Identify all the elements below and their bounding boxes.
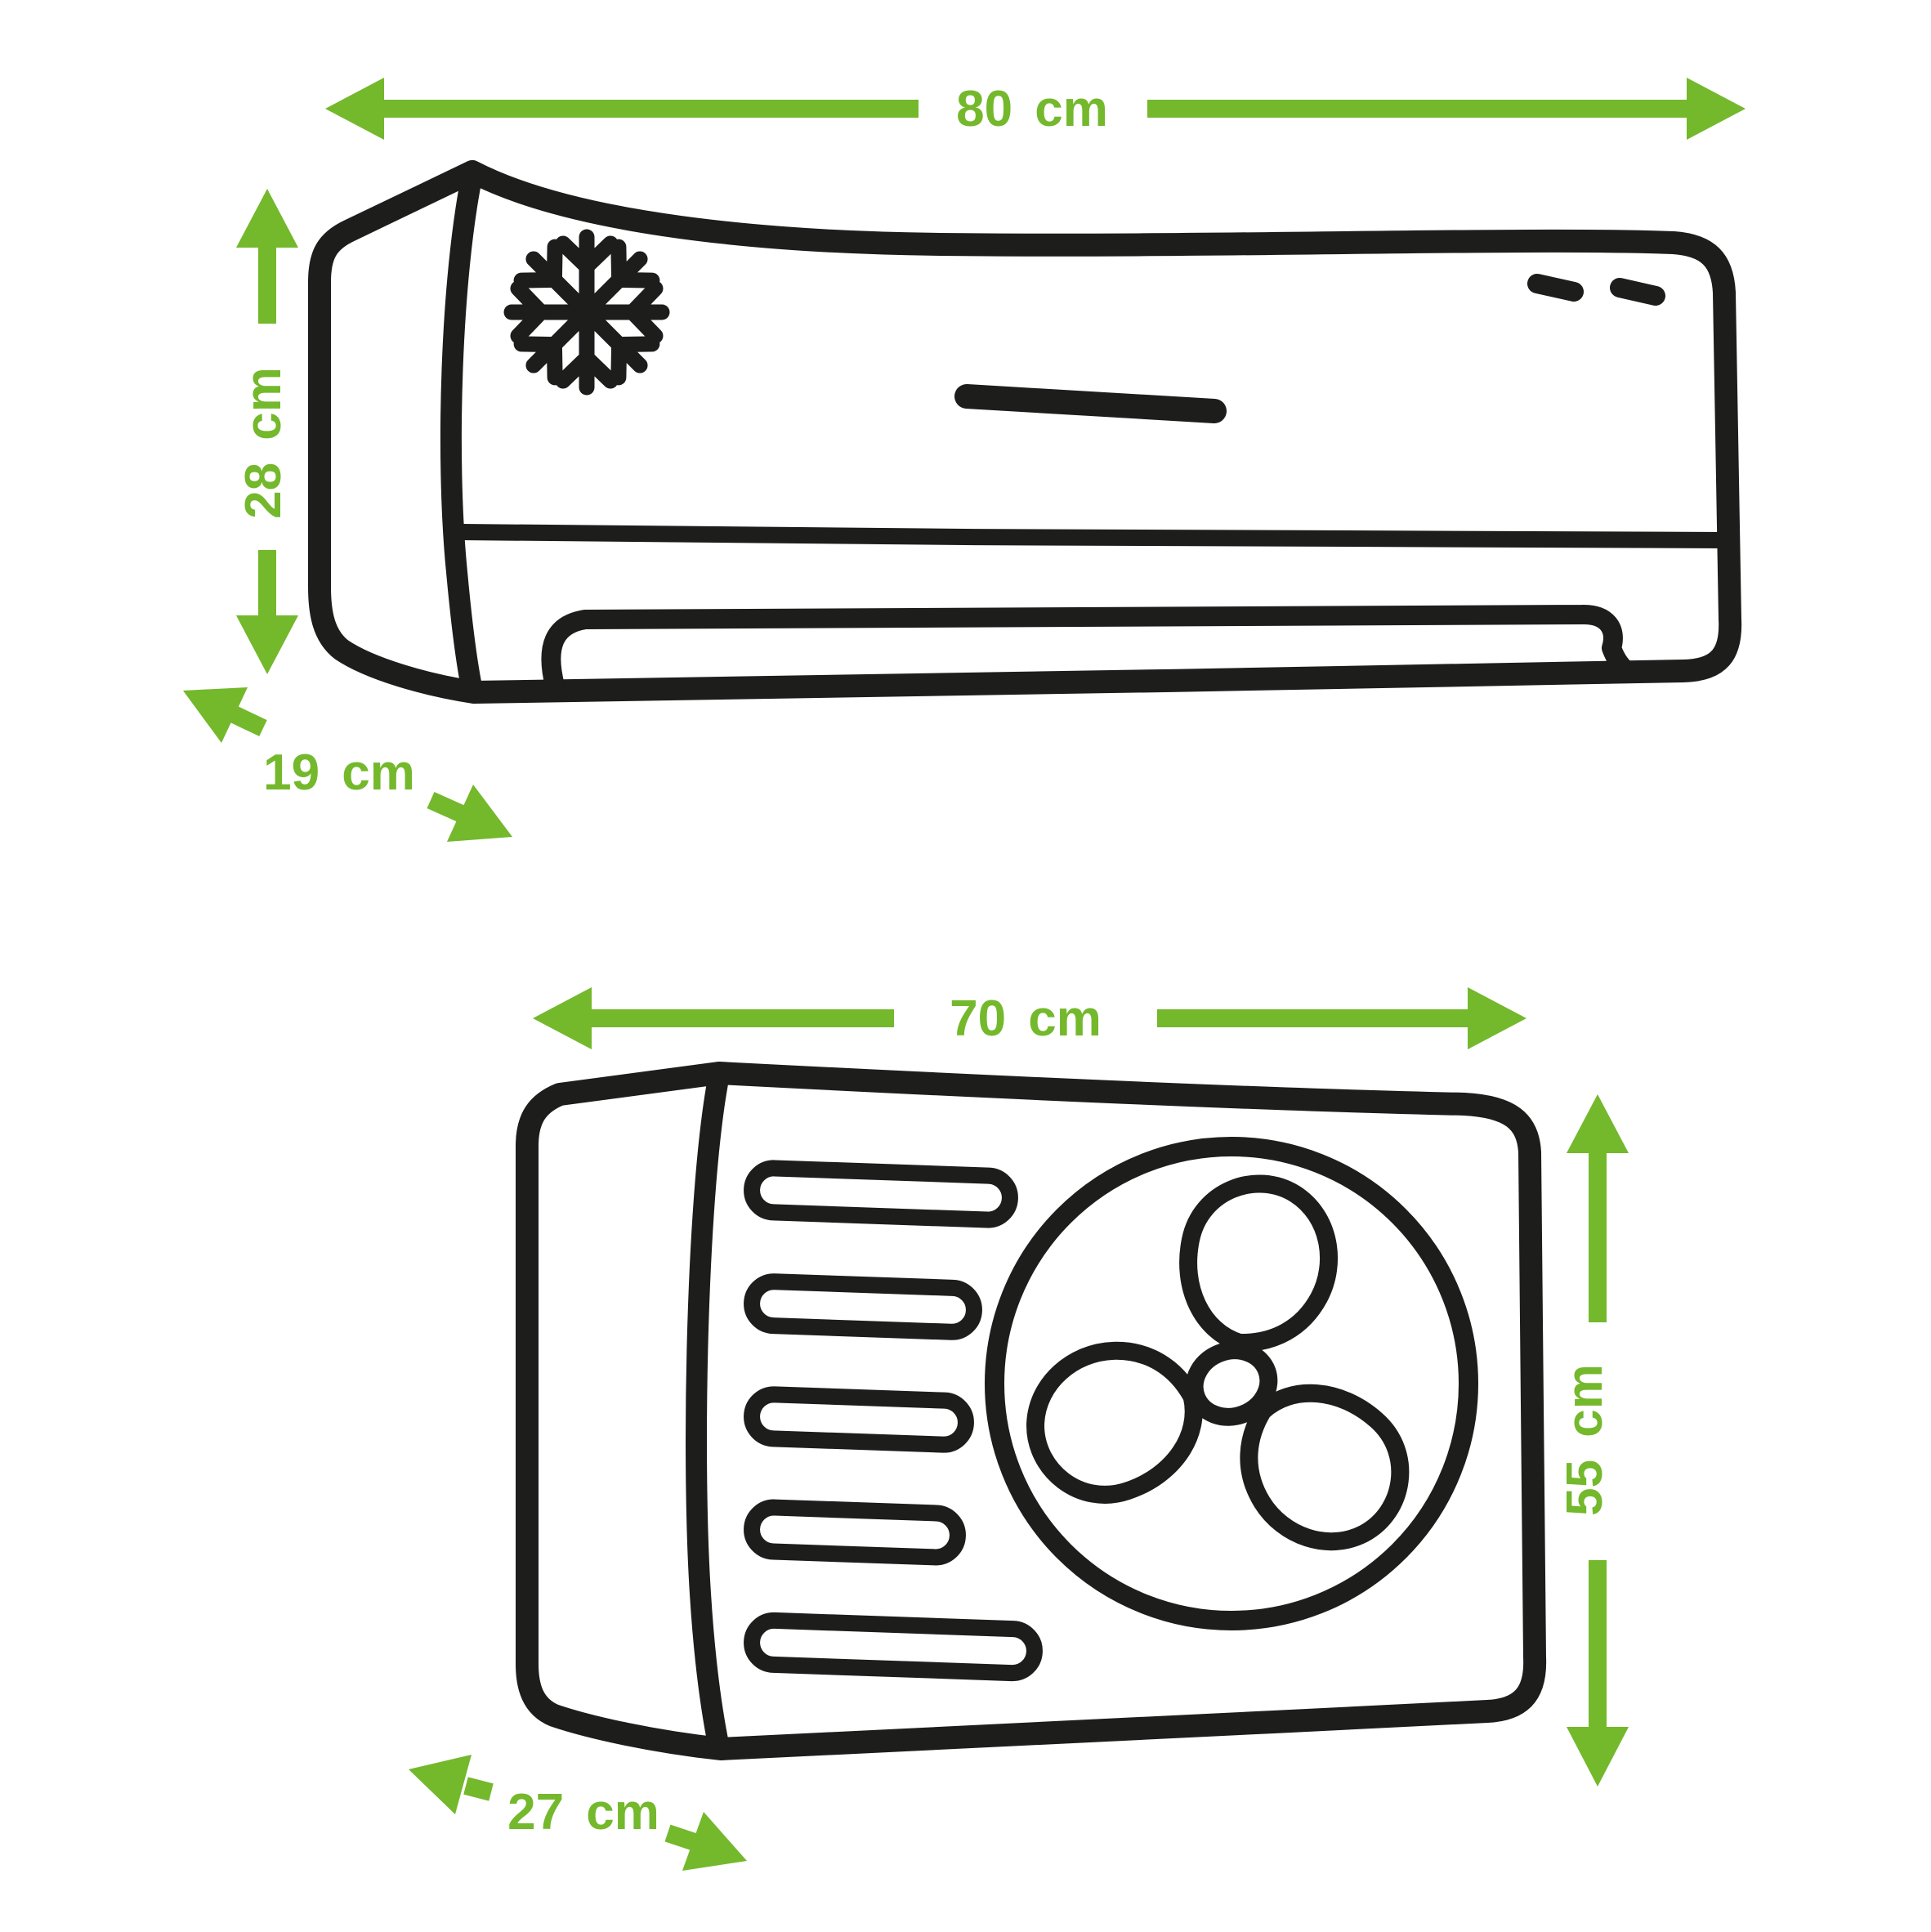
arrow-down-right-icon <box>682 1812 747 1871</box>
vent-slot <box>744 1499 966 1566</box>
outdoor-unit-side-edge <box>686 1064 730 1759</box>
indoor-unit-split-line <box>454 524 1732 548</box>
arrow-shaft <box>664 1824 698 1851</box>
indicator-dashes <box>1527 274 1665 306</box>
arrow-down-icon <box>236 615 298 674</box>
arrow-up-left-icon <box>409 1755 472 1814</box>
indoor-unit-body <box>308 160 1742 704</box>
fan-blade <box>1179 1174 1338 1353</box>
vent-slot <box>744 1386 974 1453</box>
fan-blade <box>1026 1341 1203 1504</box>
indoor-width-label: 80 cm <box>956 81 1108 137</box>
indoor-depth-label: 19 cm <box>263 745 415 801</box>
indoor-unit-air-deflector <box>541 605 1636 695</box>
indoor-height-label: 28 cm <box>235 367 292 519</box>
fan-hub <box>1185 1341 1278 1426</box>
arrow-shaft <box>427 791 466 823</box>
arrow-shaft <box>463 1777 494 1801</box>
outdoor-width-dimension: 70 cm <box>533 987 1526 1049</box>
arrow-shaft <box>226 704 267 736</box>
outdoor-width-label: 70 cm <box>950 991 1102 1047</box>
arrow-up-icon <box>236 189 298 248</box>
outdoor-unit-drawing: 70 cm 55 cm 27 cm <box>409 987 1629 1871</box>
arrow-up-icon <box>1567 1094 1629 1153</box>
outdoor-height-dimension: 55 cm <box>1557 1094 1629 1787</box>
arrow-right-icon <box>1468 987 1526 1049</box>
arrow-down-icon <box>1567 1727 1629 1787</box>
indoor-width-dimension: 80 cm <box>325 78 1745 140</box>
outdoor-depth-label: 27 cm <box>507 1784 659 1840</box>
louver-slot <box>954 384 1227 423</box>
snowflake-icon <box>503 229 670 396</box>
vent-slot <box>744 1160 1018 1228</box>
indoor-depth-dimension: 19 cm <box>183 687 512 842</box>
arrow-left-icon <box>533 987 592 1049</box>
indoor-height-dimension: 28 cm <box>235 189 298 674</box>
arrow-up-left-icon <box>183 687 248 743</box>
indoor-unit-drawing: 80 cm 28 cm 19 cm <box>183 78 1745 842</box>
indoor-unit-side-edge <box>440 163 483 701</box>
fan-icon <box>985 1137 1478 1630</box>
arrow-left-icon <box>325 78 384 140</box>
vent-slot <box>744 1273 982 1340</box>
arrow-right-icon <box>1687 78 1745 140</box>
indicator-dash <box>1610 278 1665 306</box>
outdoor-depth-dimension: 27 cm <box>409 1755 747 1871</box>
indicator-dash <box>1527 274 1584 302</box>
fan-ring <box>985 1137 1478 1630</box>
outdoor-height-label: 55 cm <box>1557 1364 1613 1516</box>
arrow-down-right-icon <box>447 785 512 842</box>
vent-slot <box>744 1612 1043 1682</box>
vent-slots <box>744 1160 1043 1682</box>
fan-blade <box>1240 1384 1410 1551</box>
